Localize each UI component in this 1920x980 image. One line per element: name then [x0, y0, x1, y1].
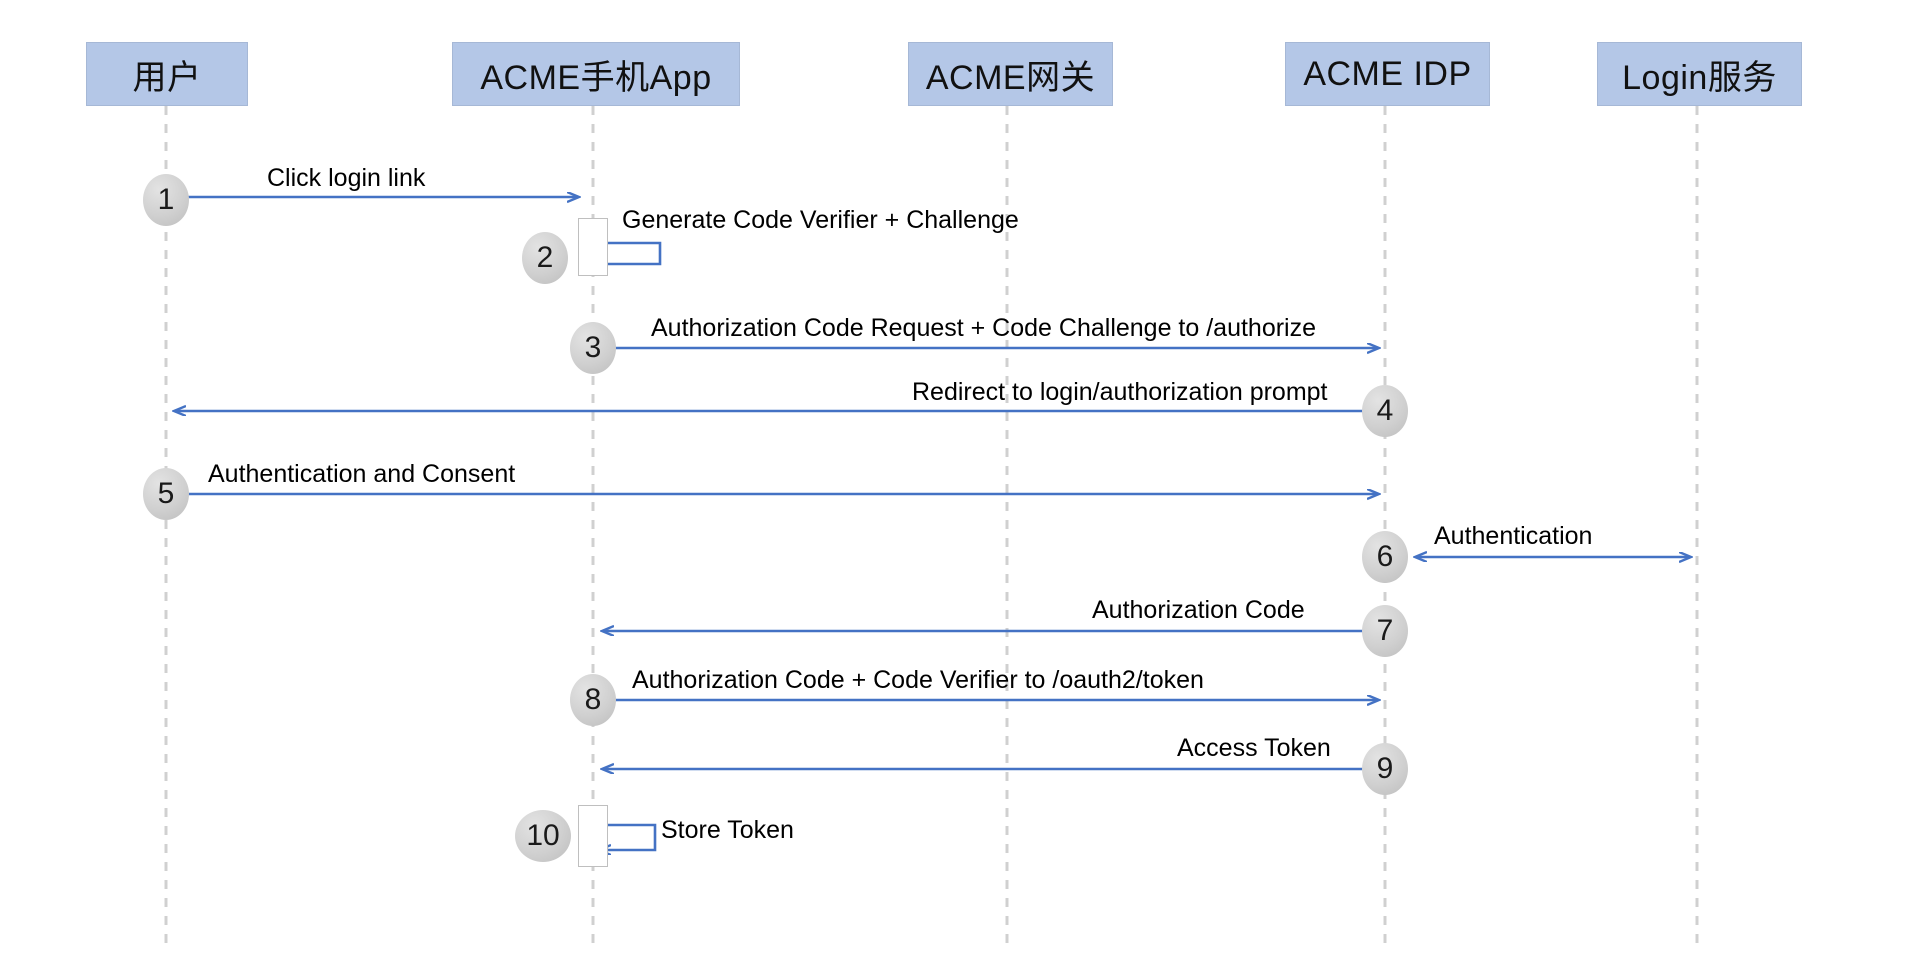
- lifeline-dashes: [164, 106, 1699, 948]
- participant-label-idp: ACME IDP: [1303, 54, 1472, 93]
- participant-label-login: Login服务: [1622, 58, 1777, 97]
- message-label-5: Authentication and Consent: [208, 460, 516, 488]
- participant-box-gateway[interactable]: ACME网关: [908, 42, 1113, 106]
- message-label-6: Authentication: [1434, 522, 1593, 550]
- step-badge-6[interactable]: 6: [1362, 531, 1408, 583]
- participant-label-app: ACME手机App: [480, 58, 712, 97]
- step-number-4: 4: [1376, 394, 1394, 427]
- step-number-8: 8: [584, 683, 602, 716]
- step-number-9: 9: [1376, 752, 1394, 785]
- participant-box-user[interactable]: 用户: [86, 42, 248, 106]
- step-number-2: 2: [536, 241, 554, 274]
- message-label-3: Authorization Code Request + Code Challe…: [651, 314, 1317, 342]
- step-badge-8[interactable]: 8: [570, 674, 616, 726]
- participant-box-login[interactable]: Login服务: [1597, 42, 1802, 106]
- message-label-9: Access Token: [1177, 734, 1331, 762]
- step-badge-5[interactable]: 5: [143, 468, 189, 520]
- step-badge-3[interactable]: 3: [570, 322, 616, 374]
- participant-label-gateway: ACME网关: [925, 58, 1096, 97]
- arrow-step-2-self: [586, 241, 662, 264]
- step-badge-4[interactable]: 4: [1362, 385, 1408, 437]
- activation-bar-step-2: [578, 218, 608, 276]
- participant-box-app[interactable]: ACME手机App: [452, 42, 740, 106]
- message-label-4: Redirect to login/authorization prompt: [912, 378, 1328, 406]
- step-badge-10[interactable]: 10: [515, 810, 571, 862]
- message-label-7: Authorization Code: [1092, 596, 1305, 624]
- message-label-8: Authorization Code + Code Verifier to /o…: [632, 666, 1204, 694]
- step-badge-2[interactable]: 2: [522, 232, 568, 284]
- step-badge-7[interactable]: 7: [1362, 605, 1408, 657]
- step-number-7: 7: [1376, 614, 1394, 647]
- step-number-3: 3: [584, 331, 602, 364]
- message-label-2: Generate Code Verifier + Challenge: [622, 206, 1019, 234]
- step-number-6: 6: [1376, 540, 1394, 573]
- step-number-1: 1: [157, 183, 175, 216]
- step-badge-9[interactable]: 9: [1362, 743, 1408, 795]
- arrow-step-10-self: [600, 823, 657, 850]
- participant-label-user: 用户: [132, 58, 202, 97]
- message-label-10: Store Token: [661, 816, 794, 844]
- step-number-10: 10: [526, 819, 560, 852]
- step-badge-1[interactable]: 1: [143, 174, 189, 226]
- participant-box-idp[interactable]: ACME IDP: [1285, 42, 1490, 106]
- step-number-5: 5: [157, 477, 175, 510]
- activation-bar-step-10: [578, 805, 608, 867]
- message-label-1: Click login link: [267, 164, 426, 192]
